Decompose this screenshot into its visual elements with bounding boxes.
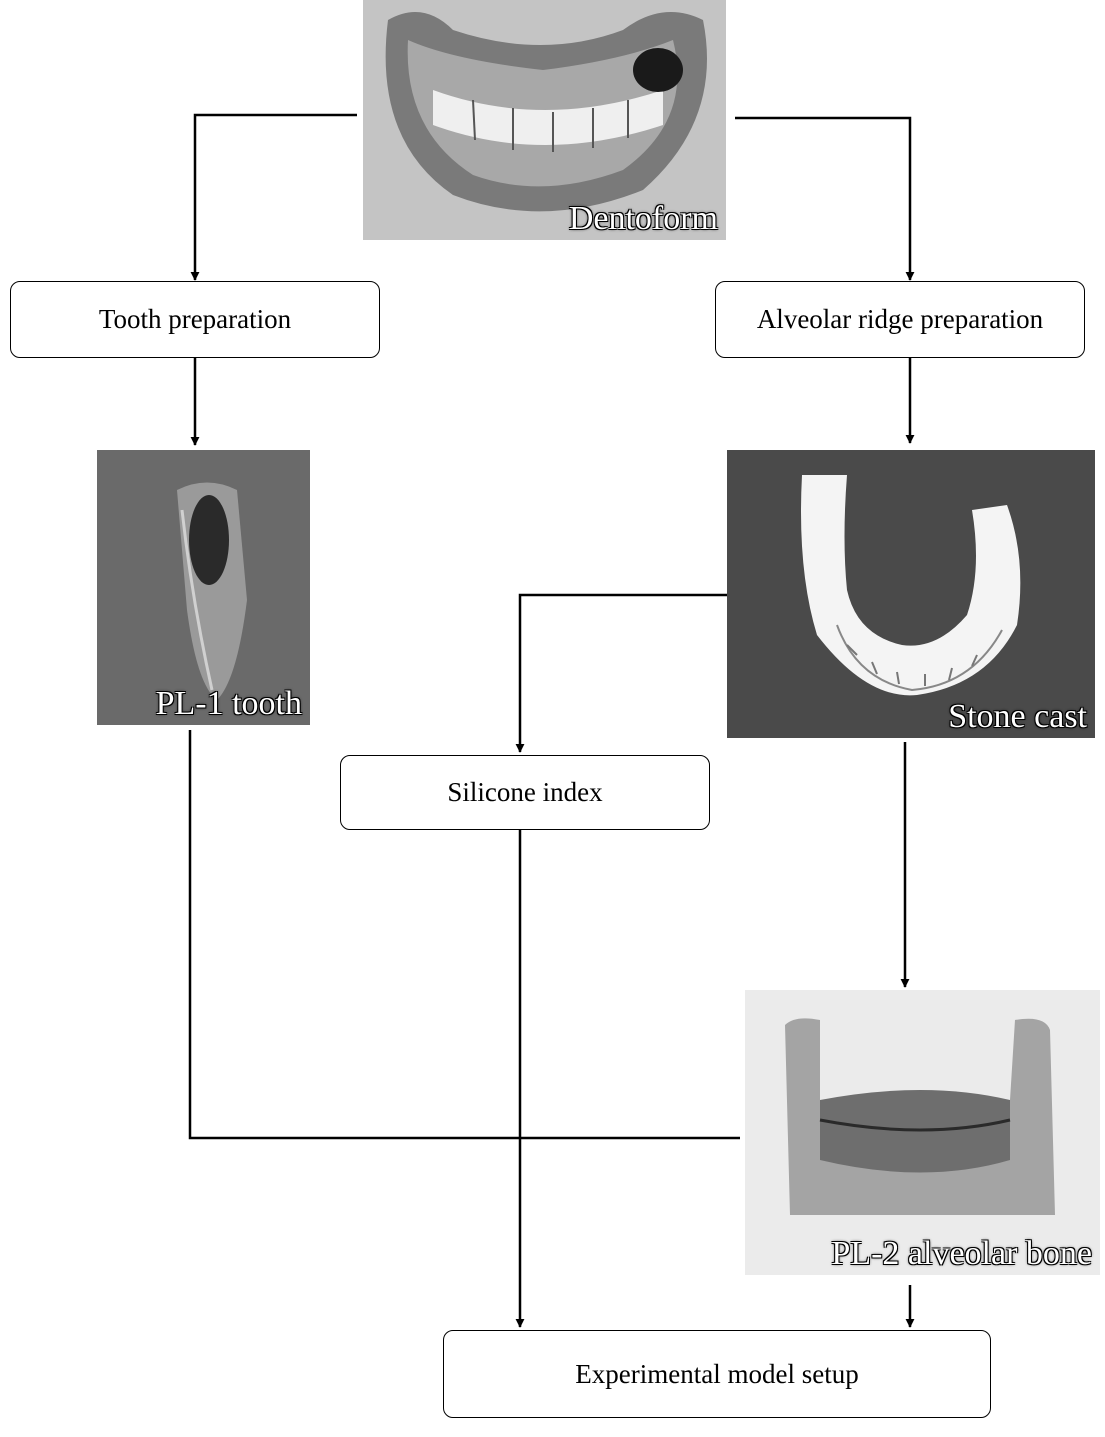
- pl2-caption: PL-2 alveolar bone: [831, 1237, 1092, 1271]
- stone-cast-caption: Stone cast: [948, 700, 1087, 734]
- dentoform-caption: Dentoform: [569, 202, 718, 236]
- pl2-alveolar-bone-photo: PL-2 alveolar bone: [745, 990, 1100, 1275]
- connector-dentoform-ridge-prep: [735, 118, 910, 280]
- pl2-alveolar-bone-image: [745, 990, 1100, 1275]
- connector-dentoform-tooth-prep: [195, 115, 357, 280]
- dentoform-photo: Dentoform: [363, 0, 726, 240]
- pl1-tooth-image: [97, 450, 310, 725]
- silicone-index-label: Silicone index: [447, 777, 602, 808]
- alveolar-ridge-preparation-label: Alveolar ridge preparation: [757, 304, 1043, 335]
- tooth-preparation-label: Tooth preparation: [99, 304, 291, 335]
- silicone-index-box: Silicone index: [340, 755, 710, 830]
- connector-stone-cast-silicone: [520, 595, 727, 752]
- pl1-tooth-photo: PL-1 tooth: [97, 450, 310, 725]
- tooth-preparation-box: Tooth preparation: [10, 281, 380, 358]
- stone-cast-image: [727, 450, 1095, 738]
- pl1-caption: PL-1 tooth: [156, 687, 302, 721]
- stone-cast-photo: Stone cast: [727, 450, 1095, 738]
- alveolar-ridge-preparation-box: Alveolar ridge preparation: [715, 281, 1085, 358]
- experimental-model-setup-box: Experimental model setup: [443, 1330, 991, 1418]
- experimental-model-setup-label: Experimental model setup: [575, 1359, 858, 1390]
